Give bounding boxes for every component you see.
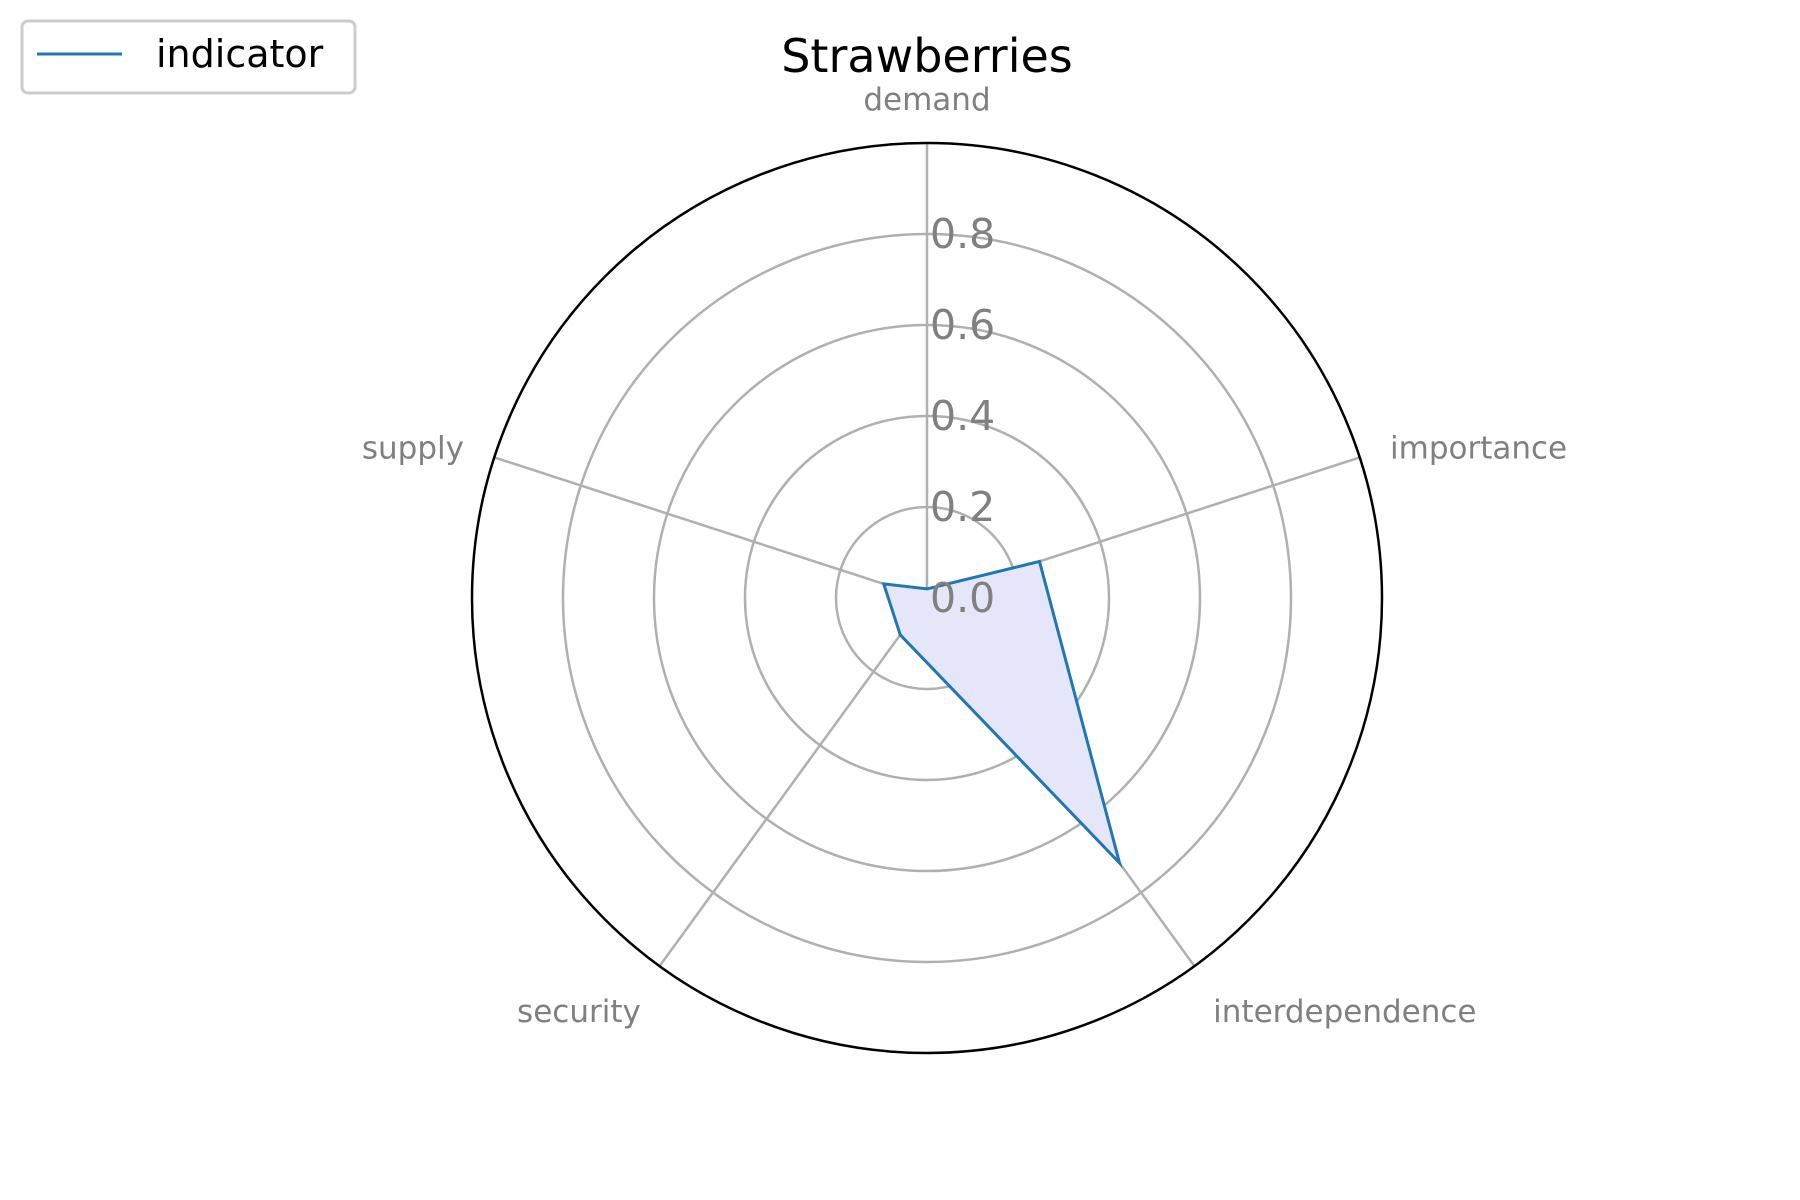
radar-grid	[470, 141, 1384, 1055]
rtick-label-0.8: 0.8	[930, 210, 995, 258]
category-label-importance: importance	[1390, 431, 1567, 467]
category-label-interdependence: interdependence	[1213, 994, 1476, 1030]
category-label-demand: demand	[863, 82, 990, 118]
legend-label-indicator: indicator	[156, 32, 324, 76]
radar-series	[881, 559, 1123, 869]
legend-frame	[20, 19, 357, 95]
rtick-label-0.4: 0.4	[930, 392, 995, 440]
category-label-security: security	[517, 994, 641, 1030]
rtick-label-0.2: 0.2	[930, 483, 995, 531]
spoke-security	[658, 597, 929, 967]
rtick-label-0.0: 0.0	[930, 574, 995, 622]
radial-tick-labels: 0.0 0.2 0.4 0.6 0.8	[930, 210, 995, 622]
category-label-supply: supply	[362, 431, 464, 467]
series-fill-indicator	[883, 561, 1120, 864]
spoke-supply	[493, 456, 928, 600]
category-labels: demand importance interdependence security s…	[362, 82, 1567, 1030]
outer-frame	[470, 141, 1384, 1055]
series-line-indicator	[881, 559, 1123, 869]
legend: indicator	[20, 19, 357, 95]
chart-title: Strawberries	[781, 29, 1073, 83]
rtick-label-0.6: 0.6	[930, 301, 995, 349]
